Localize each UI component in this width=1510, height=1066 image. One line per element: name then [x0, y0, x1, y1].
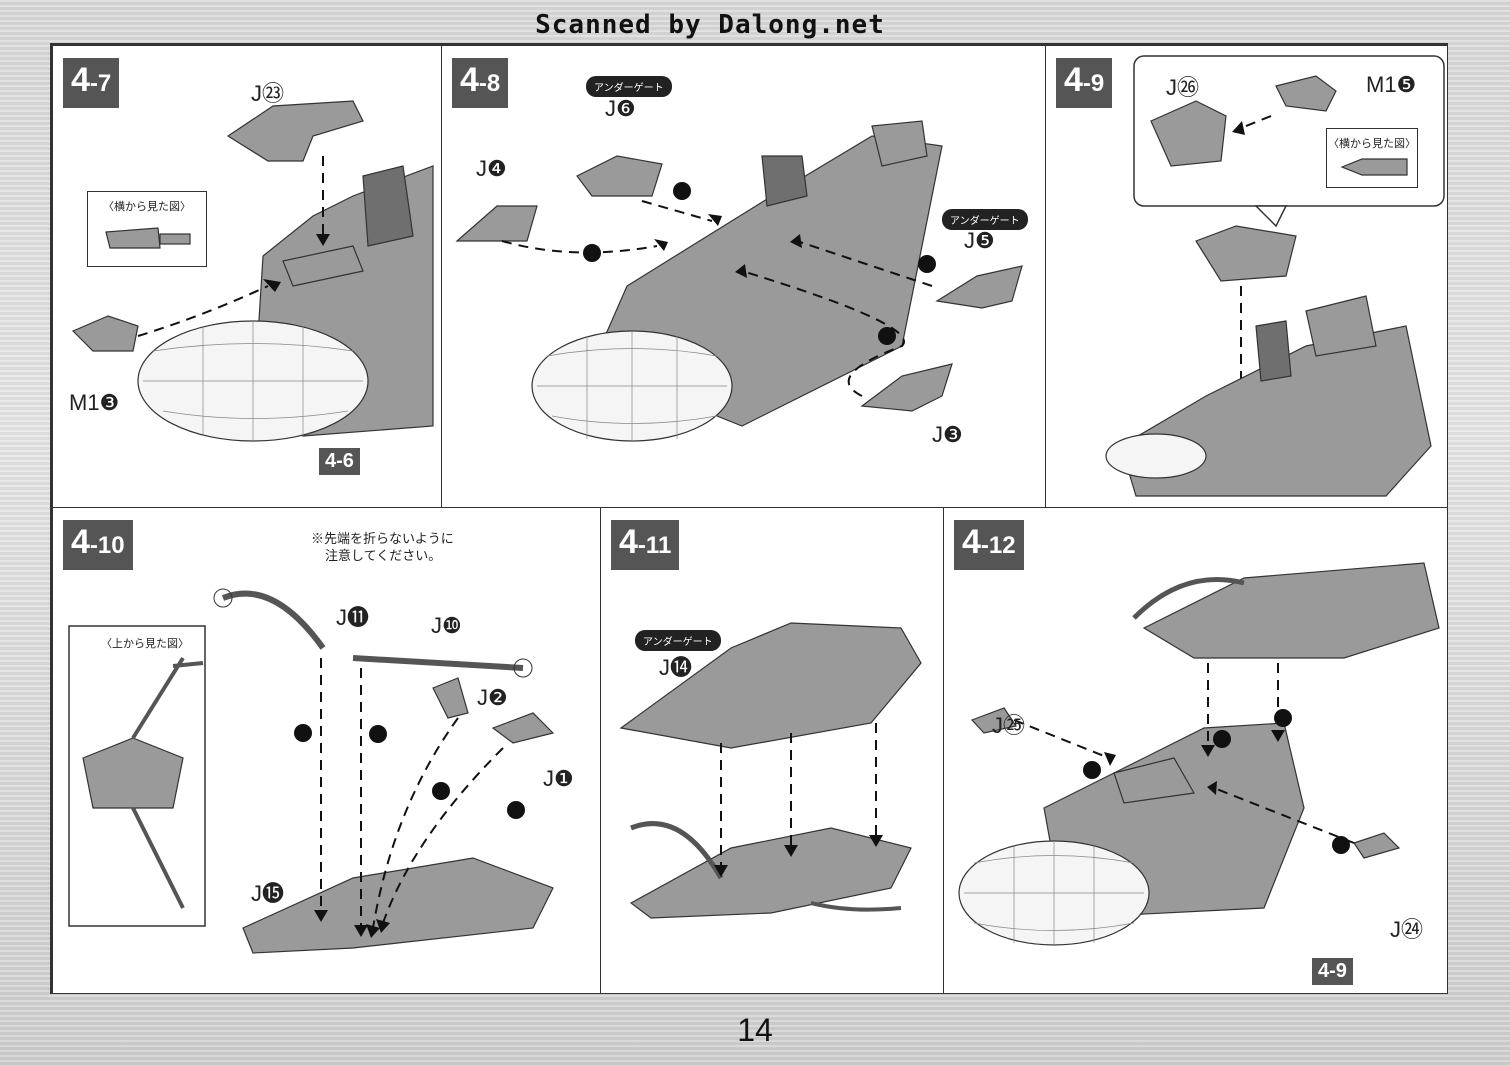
step-number: 4-9 [1056, 58, 1113, 108]
part-label: J❻ [605, 96, 636, 121]
part-label: J❹ [476, 156, 507, 181]
part-label: J⓮ [659, 655, 693, 680]
page-number: 14 [737, 1012, 773, 1048]
side-view-inset: 〈横から見た図〉 [87, 191, 207, 267]
step-number: 4-10 [63, 520, 133, 570]
caution-note: ※先端を折らないように 注意してください。 [311, 530, 454, 564]
part-label: M1❺ [1366, 72, 1417, 97]
step-number: 4-8 [452, 58, 509, 108]
side-view-caption: 〈横から見た図〉 [1328, 138, 1416, 150]
part-label: J❶ [543, 766, 574, 791]
caution-note-line: 注意してください。 [325, 548, 442, 563]
panel-step-4-10: 4-10 ※先端を折らないように 注意してください。 〈上から見た図〉 J⓫ J… [52, 507, 602, 994]
step-4-9-illustration [1105, 55, 1445, 497]
step-4-11-illustration [619, 622, 922, 919]
panel-step-4-8: 4-8 アンダーゲート J❻ J❹ アンダーゲート J❺ J❸ [441, 45, 1047, 509]
instruction-sheet: 4-7 J㉓ M1❸ 〈横から見た図〉 4-6 [50, 43, 1448, 994]
step-4-7-illustration [71, 100, 434, 442]
step-4-10-illustration [68, 588, 555, 954]
under-gate-tag: アンダーゲート [635, 630, 721, 651]
side-view-inset: 〈横から見た図〉 [1326, 128, 1418, 188]
part-label: J❷ [477, 685, 508, 710]
part-label: J㉕ [992, 713, 1026, 738]
step-number: 4-11 [611, 520, 680, 570]
top-view-caption: 〈上から見た図〉 [101, 638, 189, 650]
part-label: J❿ [431, 613, 462, 638]
panel-step-4-12: 4-12 J㉕ J㉔ 4-9 [943, 507, 1448, 994]
step-4-8-illustration [455, 120, 1023, 442]
panel-step-4-11: 4-11 アンダーゲート J⓮ [600, 507, 945, 994]
caution-note-line: ※先端を折らないように [311, 531, 454, 546]
part-label: J⓫ [336, 605, 370, 630]
step-number: 4-12 [954, 520, 1024, 570]
part-label: J㉖ [1166, 75, 1200, 100]
part-label: J㉓ [251, 81, 285, 106]
panel-step-4-7: 4-7 J㉓ M1❸ 〈横から見た図〉 4-6 [52, 45, 443, 509]
scan-watermark: Scanned by Dalong.net [535, 10, 885, 40]
part-label: J❸ [932, 422, 963, 447]
step-4-12-illustration [958, 562, 1440, 946]
part-label: J⓯ [251, 881, 285, 906]
part-label: J㉔ [1390, 917, 1424, 942]
step-number: 4-7 [63, 58, 120, 108]
panel-step-4-9: 4-9 J㉖ M1❺ 〈横から見た図〉 [1045, 45, 1448, 509]
reference-badge: 4-9 [1312, 958, 1353, 985]
under-gate-tag: アンダーゲート [942, 209, 1028, 230]
part-label: M1❸ [69, 390, 120, 415]
side-view-caption: 〈横から見た図〉 [103, 201, 191, 213]
reference-badge: 4-6 [319, 448, 360, 475]
part-label: J❺ [964, 228, 995, 253]
under-gate-tag: アンダーゲート [586, 76, 672, 97]
